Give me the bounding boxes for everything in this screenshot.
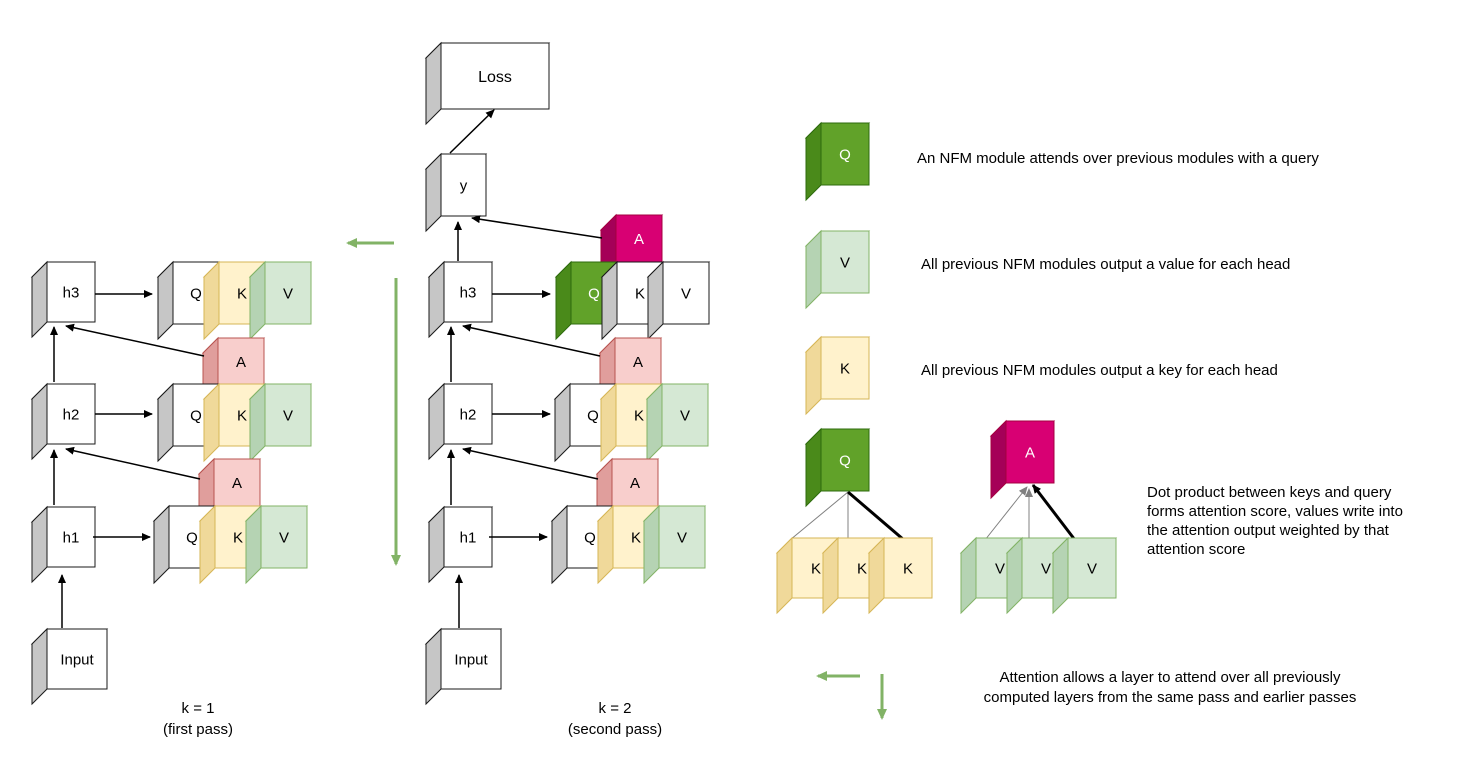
value-cube: V [248,382,313,463]
legend-key-text: All previous NFM modules output a key fo… [921,362,1278,379]
cube-label: V [283,285,293,302]
dot-product-text-line3: the attention output weighted by that [1147,522,1390,539]
y-node: y [424,152,488,233]
value-cube: V [646,260,711,341]
legend: Q An NFM module attends over previous mo… [775,121,1403,720]
cube-label: h1 [63,529,80,546]
cube-label: K [631,529,641,546]
legend-value-cube: V [804,229,871,310]
cube-label: A [236,354,246,371]
cube-label: Q [587,407,599,424]
h1-node: h1 [427,505,494,584]
cube-label: K [237,285,247,302]
dot-value-cube: V [1051,536,1118,615]
cube-label: K [237,407,247,424]
cube-label: Q [584,529,596,546]
dot-product-text-line4: attention score [1147,541,1245,558]
legend-query-text: An NFM module attends over previous modu… [917,150,1319,167]
attention-note-line2: computed layers from the same pass and e… [984,689,1357,706]
h1-node: h1 [30,505,97,584]
cube-label: A [633,354,643,371]
cube-label: K [903,560,913,577]
value-cube: V [642,504,707,585]
arrows [447,109,603,628]
dot-product-text-line1: Dot product between keys and query [1147,484,1392,501]
cube-label: V [681,285,691,302]
cube-label: h2 [63,406,80,423]
cube-label: Input [454,651,488,668]
h2-node: h2 [427,382,494,461]
cube-label: Q [186,529,198,546]
pass1-caption-line2: (first pass) [163,721,233,738]
pass2-caption-line1: k = 2 [599,700,632,717]
cube-label: A [1025,444,1035,461]
cube-label: y [460,177,468,194]
cube-label: Q [839,452,851,469]
cube-label: Q [190,407,202,424]
dot-attention-cube: A [989,419,1056,500]
dot-key-cube: K [867,536,934,615]
arrows [50,290,205,628]
pass1-column: h3 h2 h1 Input Q K V A Q K V A Q K V k =… [30,260,313,738]
cube-label: K [635,285,645,302]
legend-direction-arrows [816,671,887,720]
cube-label: A [634,231,644,248]
pass2-caption-line2: (second pass) [568,721,662,738]
cube-label: V [680,407,690,424]
cube-label: A [630,475,640,492]
value-cube: V [244,504,309,585]
h3-node: h3 [30,260,97,339]
h2-node: h2 [30,382,97,461]
legend-value-text: All previous NFM modules output a value … [921,256,1290,273]
cube-label: h1 [460,529,477,546]
dot-product-text-line2: forms attention score, values write into [1147,503,1403,520]
cube-label: K [840,360,850,377]
cube-label: K [857,560,867,577]
input-node: Input [30,627,109,706]
attention-cube-active: A [599,213,664,279]
dot-query-cube: Q [804,427,871,508]
attention-cube: A [201,336,266,402]
pass-direction-arrows [346,238,401,566]
cube-label: h3 [63,284,80,301]
pass1-caption-line1: k = 1 [182,700,215,717]
cube-label: Q [839,146,851,163]
legend-key-cube: K [804,335,871,416]
cube-label: K [233,529,243,546]
cube-label: V [677,529,687,546]
attention-note-line1: Attention allows a layer to attend over … [999,669,1341,686]
value-cube: V [248,260,313,341]
dot-product-illustration: Q K K K A V V V [775,419,1118,615]
legend-query-cube: Q [804,121,871,202]
cube-label: V [279,529,289,546]
h3-node: h3 [427,260,494,339]
cube-label: Input [60,651,94,668]
cube-label: Q [190,285,202,302]
cube-label: h2 [460,406,477,423]
cube-label: V [995,560,1005,577]
loss-node: Loss [424,41,551,126]
cube-label: V [840,254,850,271]
value-cube: V [645,382,710,463]
cube-label: Q [588,285,600,302]
cube-label: A [232,475,242,492]
cube-label: V [1087,560,1097,577]
input-node: Input [424,627,503,706]
cube-label: V [283,407,293,424]
pass2-column: Loss y h3 h2 h1 Input A Q K V A Q K V A … [424,41,711,738]
cube-label: Loss [478,69,512,86]
cube-label: V [1041,560,1051,577]
cube-label: K [811,560,821,577]
cube-label: h3 [460,284,477,301]
cube-label: K [634,407,644,424]
